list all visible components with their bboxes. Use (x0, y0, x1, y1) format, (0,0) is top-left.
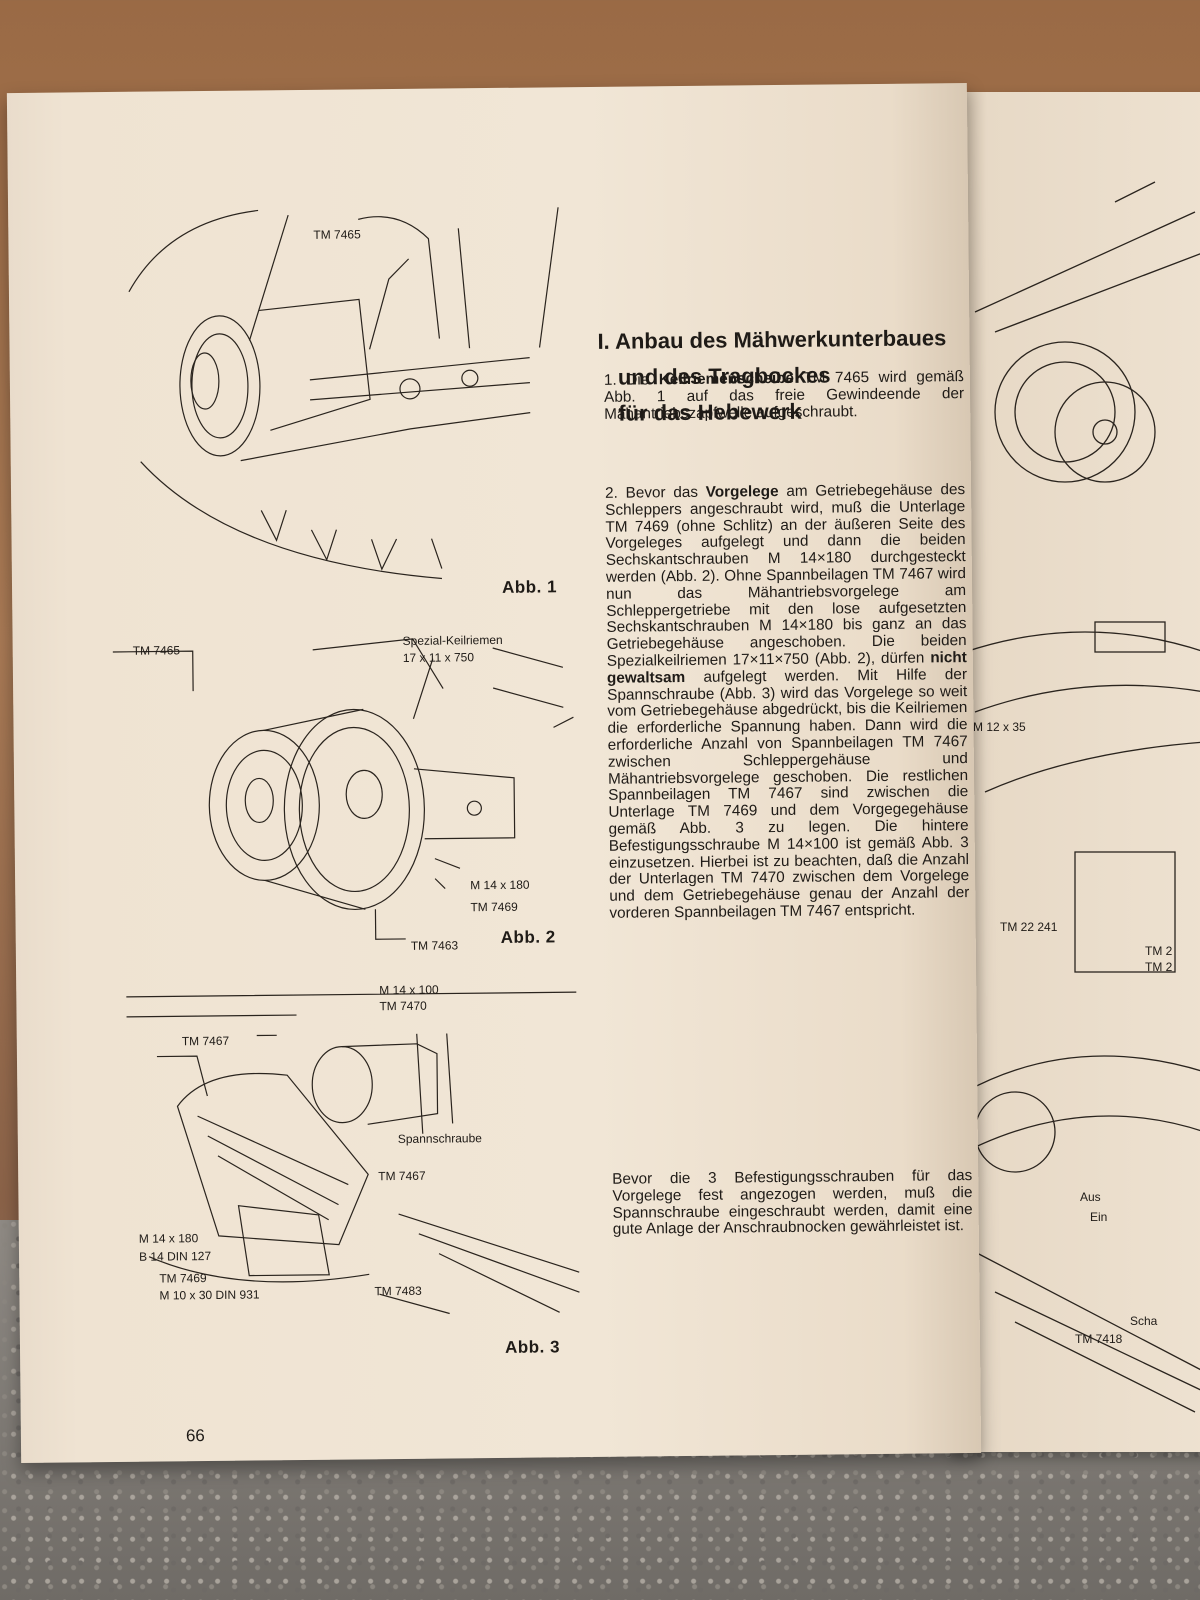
paragraph-2-pre: Bevor das (625, 483, 706, 502)
figure-abb2-drawing (112, 638, 574, 940)
paragraph-2-mid: am Getriebegehäuse des Schleppers angesc… (605, 481, 967, 670)
abb3-label-tm7467-b: TM 7467 (378, 1168, 426, 1184)
paragraph-2: 2. Bevor das Vorgelege am Getriebegehäus… (604, 481, 970, 922)
paragraph-1: 1. Die Keilriemenscheibe TM 7465 wird ge… (603, 368, 965, 423)
figure-abb3 (116, 972, 590, 1327)
right-page: M 12 x 35 TM 22 241 TM 2 TM 2 Aus Ein TM… (955, 92, 1200, 1452)
label-tm22241: TM 22 241 (1000, 920, 1058, 934)
paragraph-1-bold: Keilriemenscheibe (658, 369, 795, 389)
abb1-caption: Abb. 1 (501, 577, 558, 597)
abb3-label-b14: B 14 DIN 127 (138, 1248, 212, 1264)
paragraph-1-number: 1. (603, 371, 617, 389)
abb2-label-tm7469: TM 7469 (470, 899, 518, 915)
page-number: 66 (185, 1426, 205, 1446)
right-page-illustration (964, 181, 1200, 1413)
figure-abb1 (108, 197, 582, 602)
abb3-caption: Abb. 3 (504, 1337, 561, 1357)
heading-line-1: I. Anbau des Mähwerkunterbaues (597, 325, 947, 354)
label-tm2b: TM 2 (1145, 960, 1173, 974)
label-ein: Ein (1090, 1210, 1108, 1224)
abb3-label-tm7467-a: TM 7467 (181, 1033, 230, 1049)
abb1-label-tm7465: TM 7465 (313, 227, 361, 242)
abb3-label-tm7483: TM 7483 (374, 1283, 422, 1299)
label-m12x35: M 12 x 35 (973, 720, 1026, 734)
label-aus: Aus (1080, 1190, 1101, 1204)
abb2-label-tm7465: TM 7465 (132, 643, 181, 658)
abb2-label-keilriemen: Spezial-Keilriemen (402, 632, 503, 648)
abb2-label-keilriemen-size: 17 x 11 x 750 (402, 650, 475, 665)
figure-abb3-drawing (126, 991, 580, 1315)
label-tm7418: TM 7418 (1075, 1332, 1123, 1346)
abb3-label-m14x100: M 14 x 100 (379, 982, 439, 998)
abb3-label-m14x180: M 14 x 180 (138, 1231, 199, 1246)
paragraph-3: Bevor die 3 Befestigungsschrauben für da… (612, 1167, 973, 1239)
paragraph-2-post: aufgelegt werden. Mit Hilfe der Spannsch… (607, 665, 970, 922)
abb3-label-tm7469: TM 7469 (159, 1271, 207, 1286)
left-page: TM 7465 Abb. 1 TM 7465 Spezial-Kei (6, 83, 982, 1463)
paragraph-2-number: 2. (604, 484, 618, 502)
label-tm2a: TM 2 (1145, 944, 1173, 958)
abb3-label-tm7470: TM 7470 (379, 998, 427, 1014)
paragraph-1-pre: Die (626, 371, 659, 389)
figure-abb2 (112, 627, 586, 952)
abb3-label-spannschraube: Spannschraube (397, 1131, 482, 1147)
abb2-label-tm7463: TM 7463 (410, 938, 459, 953)
figure-abb1-drawing (128, 207, 559, 580)
paragraph-2-bold-1: Vorgelege (705, 483, 779, 501)
abb2-label-m14x180: M 14 x 180 (470, 877, 530, 893)
abb3-label-m10x30: M 10 x 30 DIN 931 (159, 1287, 260, 1303)
label-scha: Scha (1130, 1314, 1158, 1328)
abb2-caption: Abb. 2 (500, 927, 556, 947)
